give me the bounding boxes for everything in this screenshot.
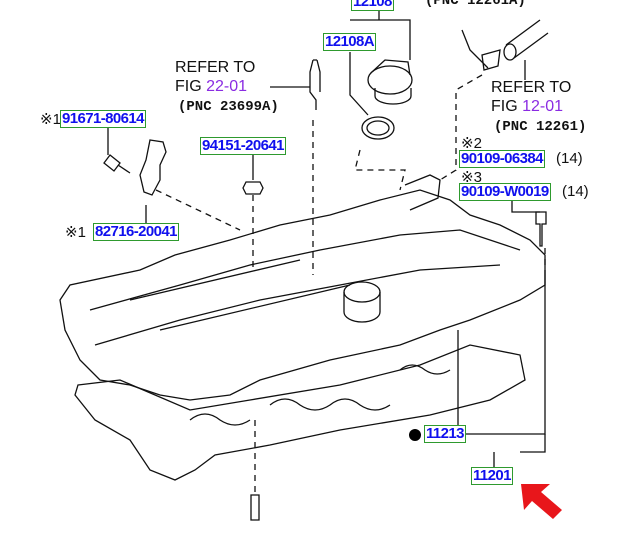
part-82716-20041[interactable]: 82716-20041 — [93, 223, 179, 241]
note-mark-1: ※1 — [65, 224, 86, 241]
note-mark-3: ※3 — [461, 169, 482, 186]
pnc-23699a: (PNC 23699A) — [178, 99, 279, 115]
part-91671-80614[interactable]: 91671-80614 — [60, 110, 146, 128]
refer-to-text: REFER TO — [491, 79, 572, 96]
part-12108[interactable]: 12108 — [351, 0, 394, 11]
part-11201[interactable]: 11201 — [471, 467, 513, 485]
note-mark-1: ※1 — [40, 111, 61, 128]
refer-to-text: REFER TO — [175, 59, 256, 76]
fig-ref-22-01: FIG 22-01 — [175, 78, 247, 96]
fig-text: FIG — [175, 78, 202, 95]
red-arrow-pointer — [521, 484, 562, 519]
part-94151-20641[interactable]: 94151-20641 — [200, 137, 286, 155]
quantity-label: (14) — [562, 183, 589, 200]
bullet-dot-icon — [409, 429, 421, 441]
note-mark-2: ※2 — [461, 135, 482, 152]
fig-text: FIG — [491, 98, 518, 115]
part-90109-w0019[interactable]: 90109-W0019 — [459, 183, 551, 201]
fig-link-22-01[interactable]: 22-01 — [206, 78, 248, 95]
part-90109-06384[interactable]: 90109-06384 — [459, 150, 545, 168]
quantity-label: (14) — [556, 150, 583, 167]
pnc-12261: (PNC 12261) — [494, 119, 587, 135]
part-12108a[interactable]: 12108A — [323, 33, 376, 51]
part-11213[interactable]: 11213 — [424, 425, 466, 443]
fig-link-12-01[interactable]: 12-01 — [522, 98, 564, 115]
pnc-12261a: (PNC 12261A) — [425, 0, 526, 9]
fig-ref-12-01: FIG 12-01 — [491, 98, 563, 116]
